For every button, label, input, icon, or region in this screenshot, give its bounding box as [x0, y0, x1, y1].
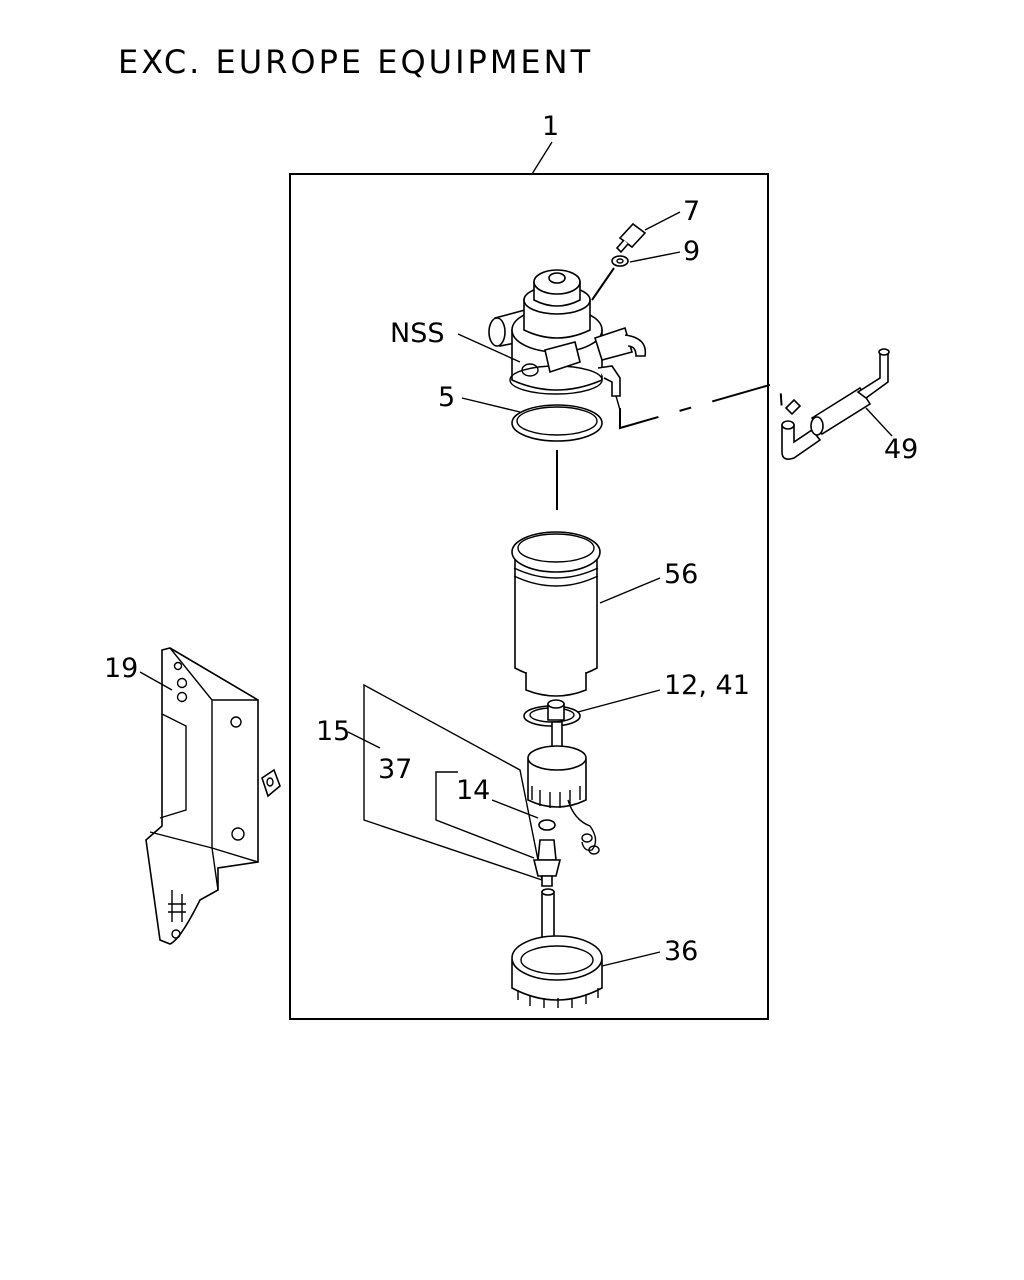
callout-7[interactable]: 7 [683, 196, 700, 227]
o-ring-14 [538, 819, 556, 831]
leader-9 [629, 251, 681, 263]
drain-tube [541, 888, 555, 945]
callout-5[interactable]: 5 [438, 382, 455, 413]
diagram-title: EXC. EUROPE EQUIPMENT [118, 43, 593, 81]
leader-nss [457, 333, 521, 363]
leader-7 [644, 211, 681, 231]
leader-19 [139, 671, 173, 691]
callout-49[interactable]: 49 [884, 434, 918, 465]
callout-1[interactable]: 1 [542, 111, 559, 142]
assembly-line-49 [619, 380, 783, 430]
leader-56 [599, 577, 661, 604]
leader-1 [531, 141, 553, 175]
filter-head [488, 269, 647, 411]
callout-56[interactable]: 56 [664, 559, 698, 590]
washer-9 [611, 255, 629, 267]
leader-49 [865, 407, 893, 437]
mounting-bracket-19 [145, 647, 281, 945]
o-ring-5-inner [516, 406, 598, 436]
leader-5 [461, 397, 521, 413]
callout-nss[interactable]: NSS [390, 318, 444, 349]
leader-36 [601, 951, 661, 967]
drain-plug-37 [532, 839, 562, 887]
hose-49 [781, 348, 890, 460]
leader-12-41 [577, 689, 661, 713]
callout-9[interactable]: 9 [683, 236, 700, 267]
bolt-7 [615, 222, 647, 254]
leader-14 [491, 799, 539, 819]
valve-stem [547, 699, 565, 751]
callout-14[interactable]: 14 [456, 775, 490, 806]
assembly-frame [289, 173, 769, 1020]
filter-element-56 [511, 531, 601, 697]
washer-9-hole [616, 258, 624, 264]
callout-19[interactable]: 19 [104, 653, 138, 684]
assembly-line-9 [591, 267, 615, 301]
callout-37[interactable]: 37 [378, 754, 412, 785]
bracket-37 [435, 771, 535, 859]
callout-36[interactable]: 36 [664, 936, 698, 967]
retaining-nut-36 [511, 935, 603, 1008]
callout-12-41[interactable]: 12, 41 [664, 670, 750, 701]
callout-15[interactable]: 15 [316, 716, 350, 747]
bowl-15 [527, 745, 600, 855]
leader-15 [347, 731, 381, 749]
